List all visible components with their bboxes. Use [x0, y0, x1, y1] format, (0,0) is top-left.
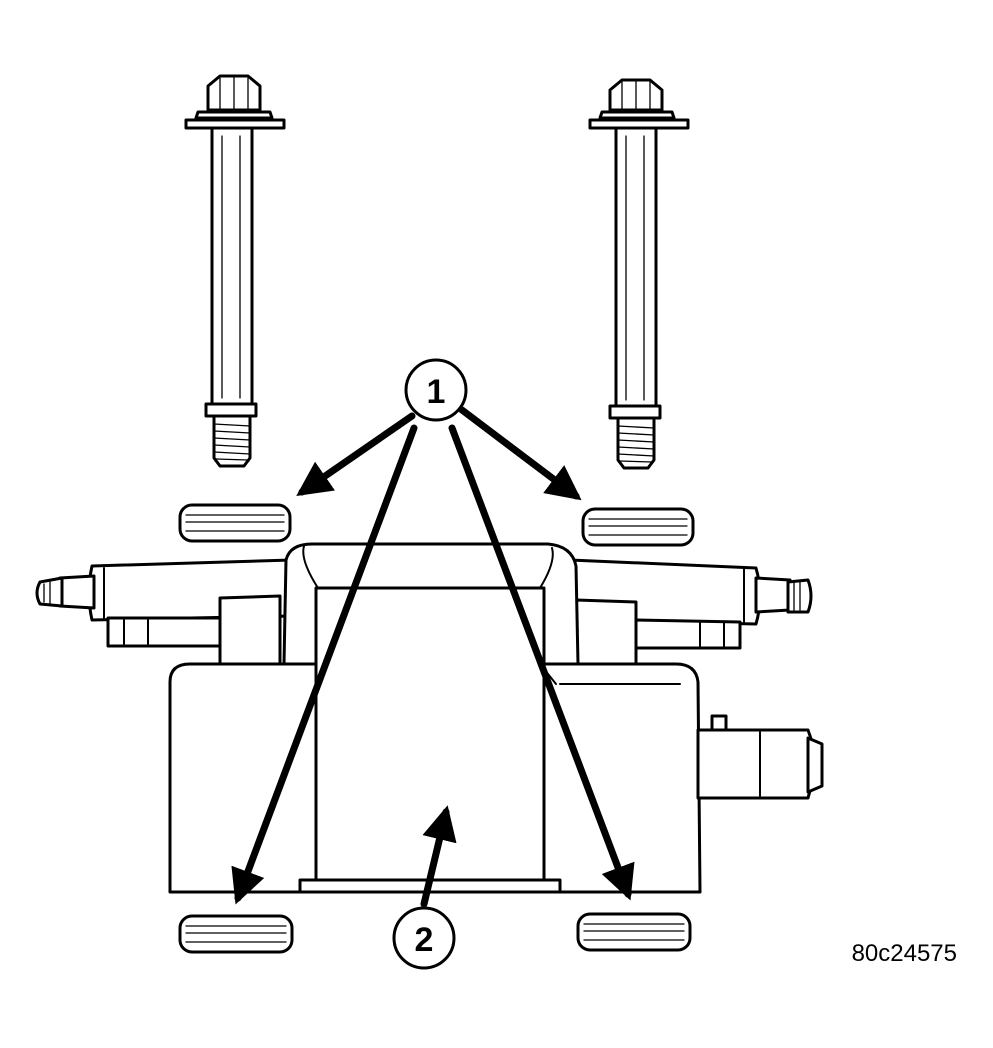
left-bolt	[184, 74, 286, 468]
callout-2-label: 2	[415, 921, 434, 959]
caliper-assembly	[35, 542, 824, 894]
callout-2: 2	[392, 906, 456, 970]
callout-1-label: 1	[427, 373, 446, 411]
figure-id: 80c24575	[851, 940, 957, 967]
lower-left-insulator	[178, 914, 294, 954]
callout-1-arrows	[231, 406, 635, 905]
upper-right-insulator	[581, 507, 695, 547]
callout-1: 1	[404, 358, 468, 422]
upper-left-insulator	[178, 503, 292, 543]
callout-2-arrow	[420, 805, 457, 908]
lower-right-insulator	[576, 912, 692, 952]
right-bolt	[588, 78, 690, 470]
